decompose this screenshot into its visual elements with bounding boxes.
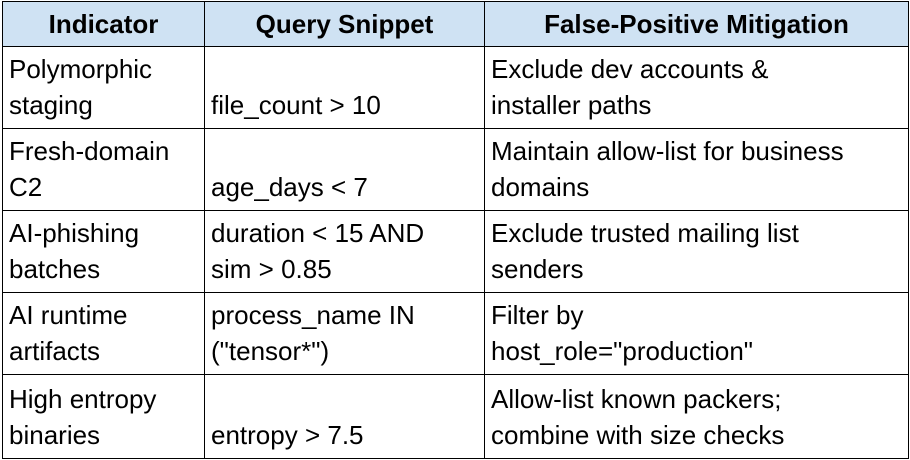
header-indicator: Indicator	[2, 1, 205, 47]
cell-indicator: AI-phishing batches	[2, 210, 205, 293]
cell-text: sim > 0.85	[211, 254, 332, 284]
cell-text: Polymorphic	[9, 54, 153, 84]
cell-text: Filter by	[491, 300, 584, 330]
cell-text: binaries	[9, 420, 101, 450]
cell-text: artifacts	[9, 336, 101, 366]
cell-mitigation: Maintain allow-list for business domains	[484, 128, 909, 211]
cell-query: process_name IN ("tensor*")	[204, 292, 485, 375]
cell-indicator: Fresh-domain C2	[2, 128, 205, 211]
cell-indicator: High entropy binaries	[2, 374, 205, 459]
cell-text: AI-phishing	[9, 218, 140, 248]
header-query-snippet: Query Snippet	[204, 1, 485, 47]
cell-mitigation: Allow-list known packers; combine with s…	[484, 374, 909, 459]
cell-text: ("tensor*")	[211, 336, 330, 366]
cell-mitigation: Exclude trusted mailing list senders	[484, 210, 909, 293]
cell-text: senders	[491, 254, 584, 284]
cell-query: age_days < 7	[204, 128, 485, 211]
cell-mitigation: Filter by host_role="production"	[484, 292, 909, 375]
cell-indicator: AI runtime artifacts	[2, 292, 205, 375]
cell-text: file_count > 10	[211, 90, 381, 120]
table-row: Polymorphic staging file_count > 10 Excl…	[2, 46, 909, 129]
cell-indicator: Polymorphic staging	[2, 46, 205, 129]
cell-text: batches	[9, 254, 101, 284]
cell-text: Exclude dev accounts &	[491, 54, 769, 84]
cell-text: Exclude trusted mailing list	[491, 218, 799, 248]
table-header-row: Indicator Query Snippet False-Positive M…	[2, 1, 909, 47]
cell-text: age_days < 7	[211, 172, 368, 202]
cell-text: Fresh-domain	[9, 136, 170, 166]
cell-text: process_name IN	[211, 300, 415, 330]
cell-text: duration < 15 AND	[211, 218, 425, 248]
header-false-positive-mitigation: False-Positive Mitigation	[484, 1, 909, 47]
table-row: AI-phishing batches duration < 15 AND si…	[2, 210, 909, 293]
cell-text: installer paths	[491, 90, 652, 120]
cell-text: Allow-list known packers;	[491, 384, 782, 414]
cell-query: file_count > 10	[204, 46, 485, 129]
cell-text: combine with size checks	[491, 420, 785, 450]
cell-text: Maintain allow-list for business	[491, 136, 844, 166]
cell-text: domains	[491, 172, 590, 202]
cell-text: staging	[9, 90, 93, 120]
cell-text: C2	[9, 172, 43, 202]
cell-query: entropy > 7.5	[204, 374, 485, 459]
table-row: AI runtime artifacts process_name IN ("t…	[2, 292, 909, 375]
cell-query: duration < 15 AND sim > 0.85	[204, 210, 485, 293]
table-row: Fresh-domain C2 age_days < 7 Maintain al…	[2, 128, 909, 211]
table-row: High entropy binaries entropy > 7.5 Allo…	[2, 374, 909, 459]
cell-text: High entropy	[9, 384, 157, 414]
cell-text: entropy > 7.5	[211, 420, 364, 450]
cell-text: AI runtime	[9, 300, 128, 330]
cell-mitigation: Exclude dev accounts & installer paths	[484, 46, 909, 129]
cell-text: host_role="production"	[491, 336, 754, 366]
